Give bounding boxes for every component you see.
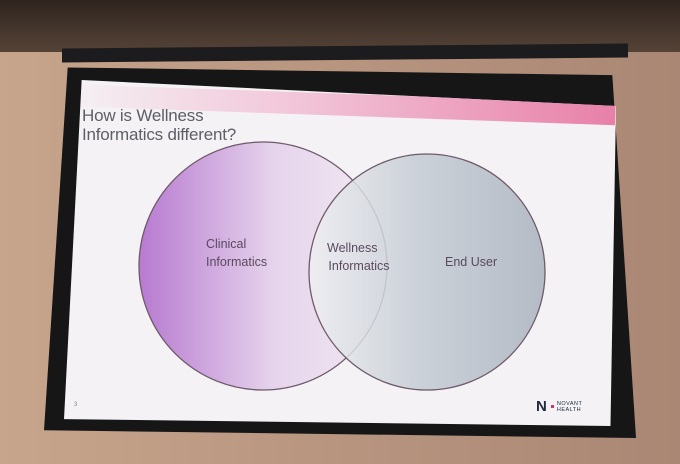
presentation-slide: How is Wellness Informatics different? C… [64, 80, 616, 426]
slide-title-line-2: Informatics different? [82, 125, 237, 144]
venn-label-left-line-1: Clinical [206, 237, 246, 251]
venn-label-middle: Wellness Informatics [327, 241, 390, 273]
venn-label-right-line-1: End User [445, 255, 497, 269]
venn-label-middle-line-2: Informatics [328, 259, 389, 273]
logo-text-line-1: NOVANT [556, 400, 583, 407]
page-number: 3 [74, 402, 78, 408]
slide-title-line-1: How is Wellness [82, 106, 204, 125]
logo-text: NOVANT HEALTH [557, 401, 583, 413]
logo-dot [550, 405, 554, 408]
slide-title: How is Wellness Informatics different? [82, 106, 282, 144]
venn-diagram: Clinical Informatics Wellness Informatic… [138, 141, 546, 391]
logo-mark: N [536, 398, 547, 415]
venn-label-middle-line-1: Wellness [327, 241, 377, 255]
venn-label-left: Clinical Informatics [206, 237, 267, 269]
logo-text-line-2: HEALTH [556, 406, 582, 413]
venn-label-left-line-2: Informatics [206, 255, 267, 269]
venn-circle-end-user [308, 153, 546, 391]
novant-health-logo: N NOVANT HEALTH [536, 398, 582, 415]
venn-label-right: End User [445, 255, 497, 269]
